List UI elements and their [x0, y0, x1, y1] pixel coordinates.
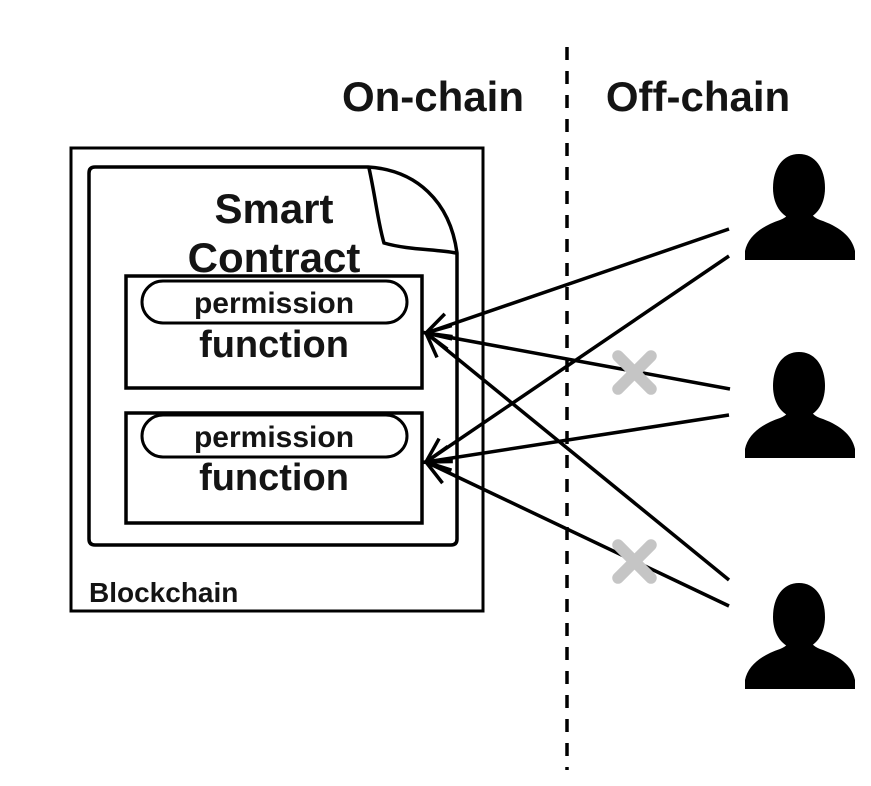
on-chain-label: On-chain: [342, 73, 524, 120]
function-label-1: function: [199, 324, 349, 366]
connection-user3-function2: [422, 459, 730, 608]
permission-label-2: permission: [194, 421, 354, 454]
function-label-2: function: [199, 457, 349, 499]
connection-user2-function2: [422, 413, 730, 472]
permission-pill-1: [140, 279, 409, 325]
denied-x-icon-1: [612, 350, 657, 395]
function-box-1: [124, 274, 424, 390]
function-box-2: [124, 411, 424, 525]
user-icon-2: [745, 352, 855, 458]
connection-user2-function1: [422, 323, 731, 391]
smart-contract-document: [87, 165, 459, 547]
user-icon-1: [745, 154, 855, 260]
denied-x-icon-2: [612, 539, 657, 584]
connection-user1-function2: [422, 254, 730, 465]
permission-label-1: permission: [194, 287, 354, 320]
off-chain-label: Off-chain: [606, 73, 790, 120]
connection-user1-function1: [422, 227, 730, 339]
blockchain-label: Blockchain: [89, 577, 238, 608]
connection-user3-function1: [422, 330, 731, 582]
document-corner-curl: [367, 167, 457, 255]
permission-pill-2: [140, 413, 409, 459]
user-icon-3: [745, 583, 855, 689]
smart-contract-title-line2: Contract: [188, 234, 361, 281]
smart-contract-title-line1: Smart: [214, 185, 333, 232]
